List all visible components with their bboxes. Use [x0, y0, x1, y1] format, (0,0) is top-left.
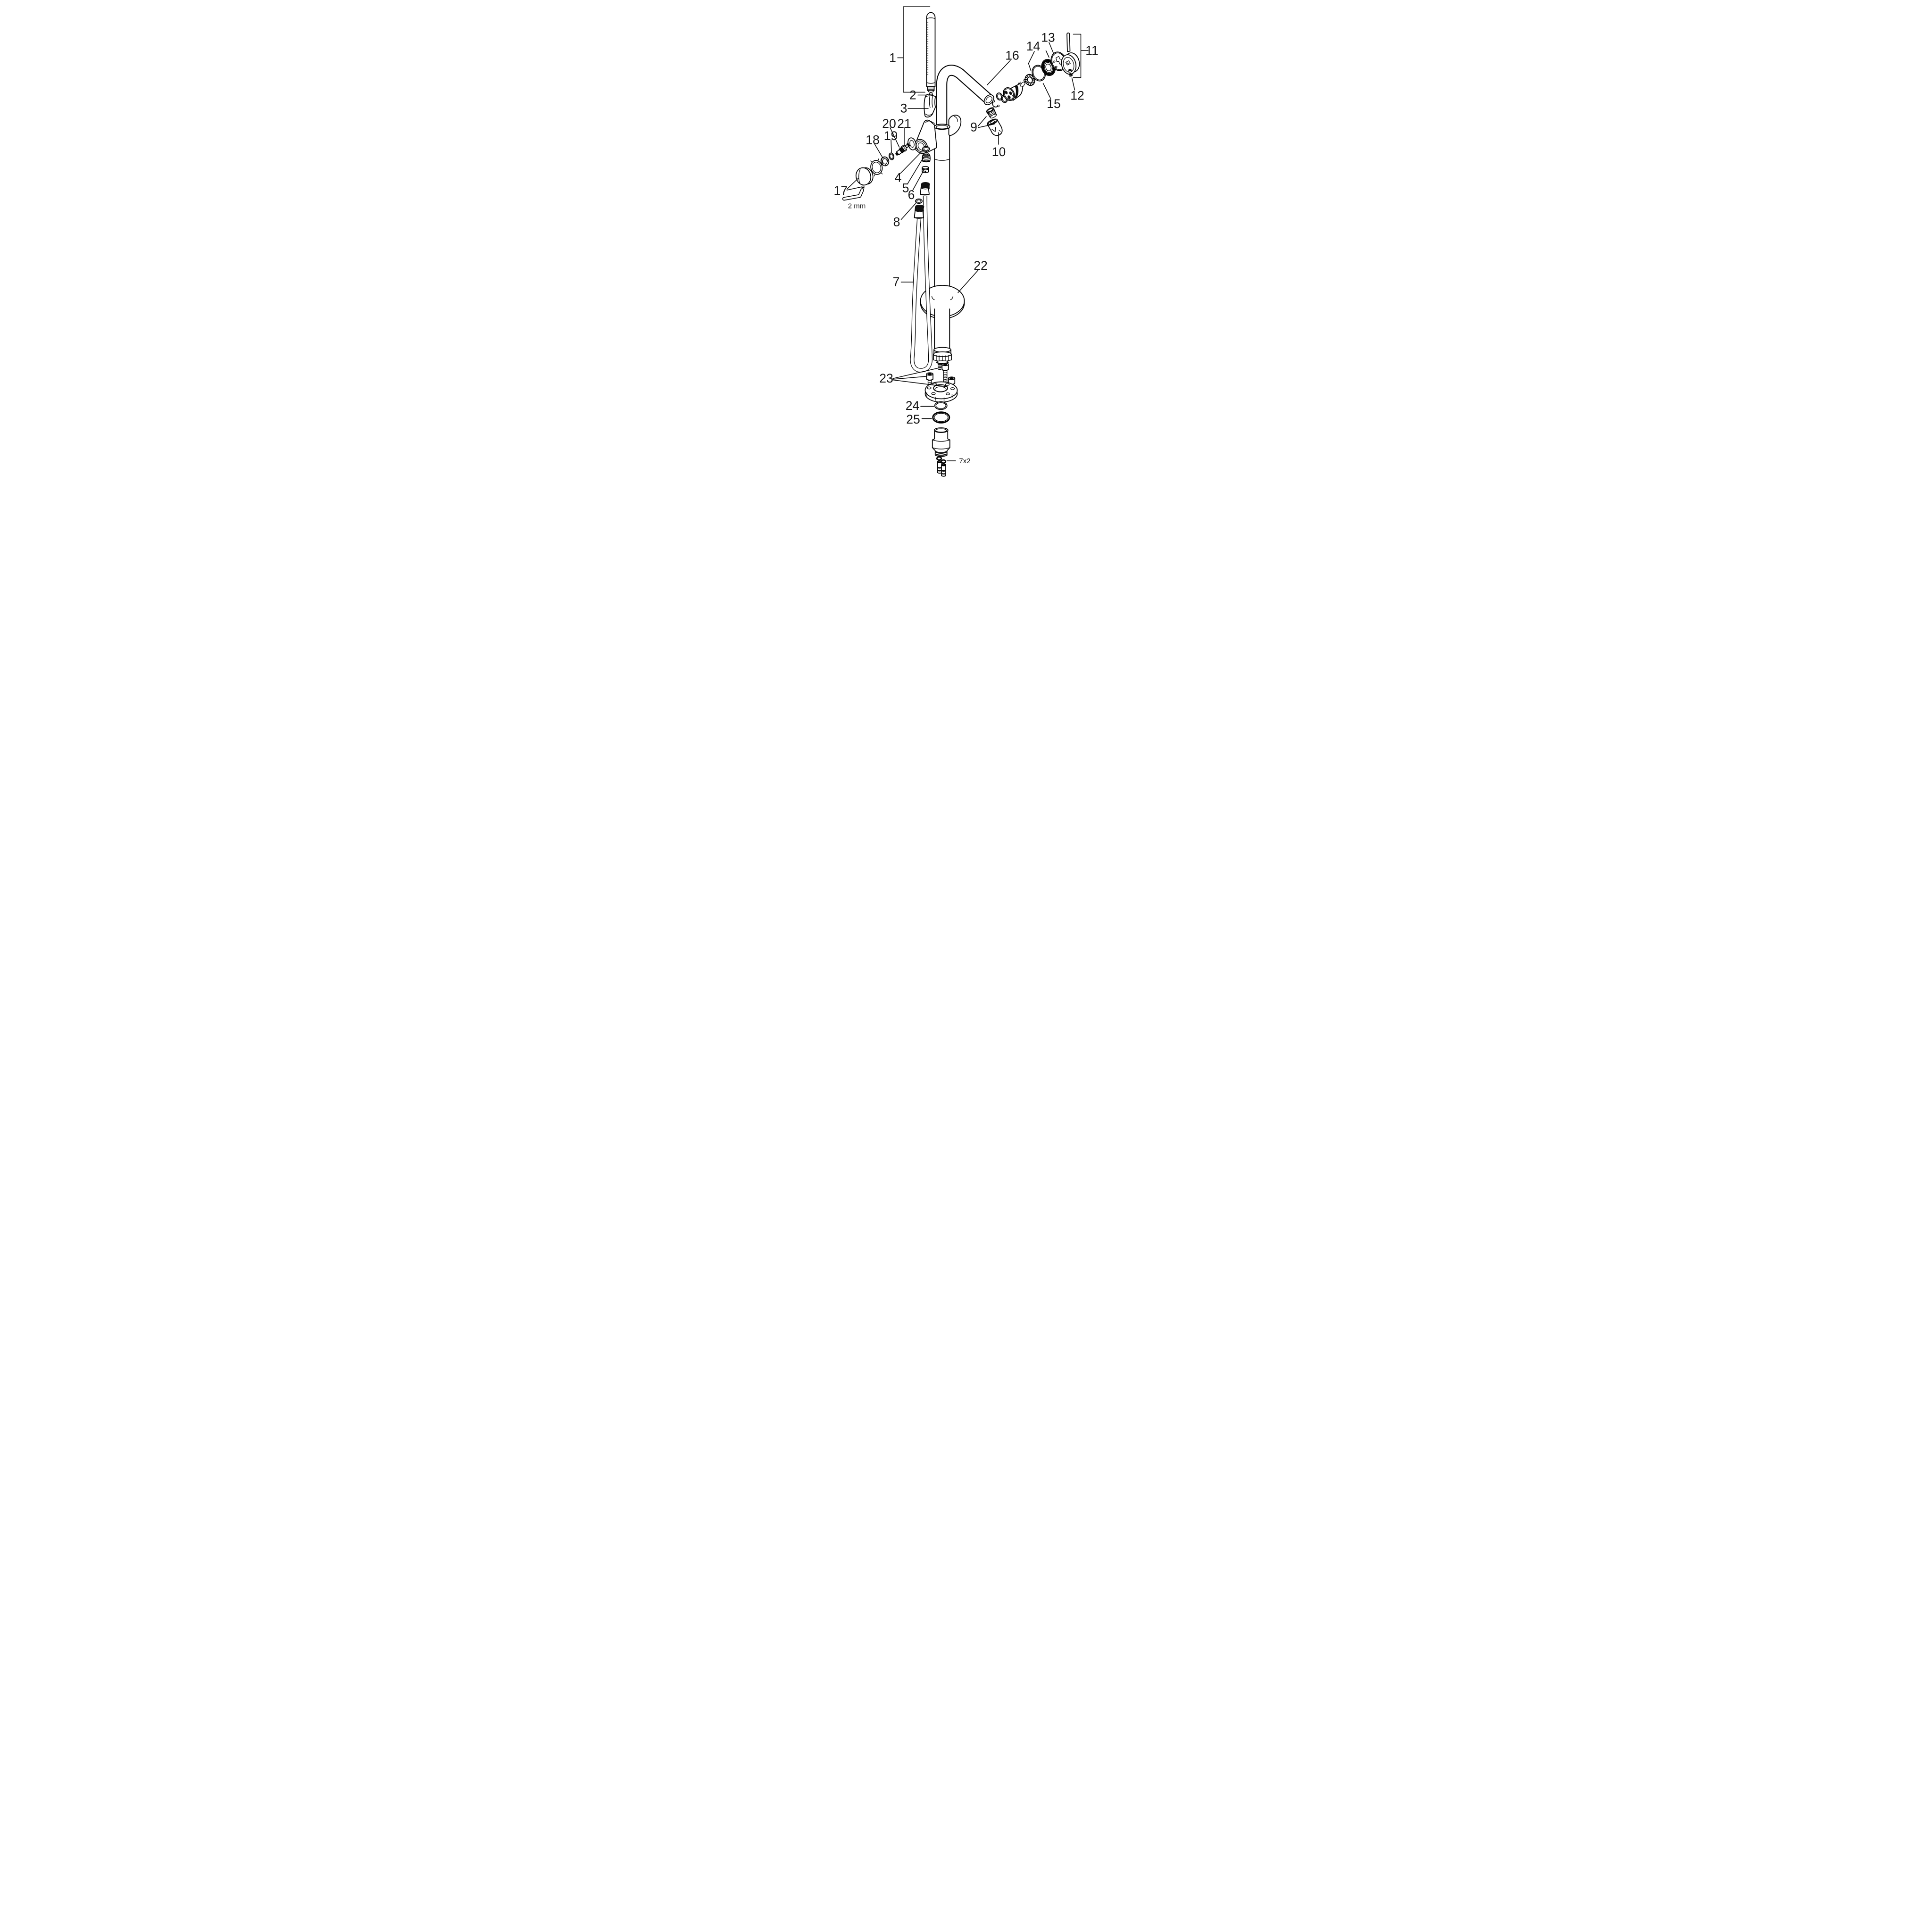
hex-key-size-label: 2 mm — [848, 202, 866, 210]
part-o-ring-8 — [915, 198, 923, 204]
page: 1 2 3 4 5 6 7 8 9 10 11 12 13 14 15 16 1… — [724, 0, 1208, 483]
part-o-ring-24 — [934, 401, 948, 410]
exploded-diagram: 1 2 3 4 5 6 7 8 9 10 11 12 13 14 15 16 1… — [724, 0, 1208, 483]
part-body-collar — [933, 124, 950, 130]
part-hose-nipple-6 — [922, 166, 929, 174]
part-seal-14 — [1041, 58, 1056, 76]
callout-5: 5 — [902, 181, 909, 195]
callout-8: 8 — [893, 215, 900, 229]
callout-2: 2 — [909, 88, 916, 102]
callout-20: 20 — [882, 117, 896, 131]
callout-1: 1 — [889, 51, 896, 65]
callout-23: 23 — [879, 371, 893, 385]
part-diverter-stem-20 — [895, 142, 910, 156]
callout-12: 12 — [1070, 89, 1084, 103]
part-cartridge-16 — [1003, 78, 1028, 101]
callout-leaders — [846, 6, 1089, 461]
part-o-ring-4 — [922, 146, 930, 152]
callout-18: 18 — [866, 133, 879, 147]
part-lock-ring-18 — [870, 158, 883, 176]
callout-24: 24 — [906, 399, 919, 413]
hex-key-icon — [842, 188, 864, 201]
callout-7: 7 — [893, 275, 900, 289]
callout-21: 21 — [897, 117, 911, 131]
part-shower-holder-3 — [924, 94, 936, 118]
callout-11: 11 — [1085, 43, 1099, 58]
part-washer-21 — [908, 137, 916, 150]
callout-3: 3 — [900, 101, 908, 116]
callout-25: 25 — [906, 412, 920, 426]
gasket-qty-label: 7x2 — [959, 457, 970, 465]
callout-19: 19 — [884, 129, 898, 143]
part-nut-18 — [880, 156, 890, 167]
part-cartridge-boss — [948, 115, 962, 136]
callout-4: 4 — [895, 171, 902, 185]
part-spout — [936, 65, 994, 125]
part-aerator-insert-9 — [986, 107, 997, 119]
part-pillar-base — [933, 347, 952, 364]
callout-17: 17 — [834, 183, 848, 198]
part-hose-connector-5 — [922, 152, 931, 163]
part-o-ring-19 — [888, 152, 895, 160]
callout-15: 15 — [1047, 97, 1060, 111]
part-tailpiece — [932, 427, 950, 457]
part-hose-clip-16 — [992, 100, 1000, 108]
callout-22: 22 — [974, 258, 987, 273]
callout-labels: 1 2 3 4 5 6 7 8 9 10 11 12 13 14 15 16 1… — [834, 31, 1099, 466]
part-hand-shower — [926, 12, 936, 93]
callout-16: 16 — [1005, 49, 1019, 63]
callout-6: 6 — [908, 188, 915, 202]
callout-13: 13 — [1041, 31, 1055, 45]
part-screw-23-top — [941, 362, 949, 383]
part-aerator-housing-10 — [987, 118, 1003, 136]
part-o-ring-25 — [932, 411, 950, 424]
part-pillar-lower — [934, 308, 950, 350]
callout-14: 14 — [1026, 39, 1040, 53]
part-gasket-set-7x2 — [936, 456, 947, 477]
part-hose-end-lower — [914, 205, 924, 219]
part-hose-end-upper — [920, 182, 930, 196]
callout-9: 9 — [970, 120, 977, 134]
callout-10: 10 — [992, 145, 1006, 159]
part-shower-hose — [910, 196, 933, 373]
part-handle-11 — [1061, 33, 1080, 76]
part-handle-cap-17 — [855, 167, 874, 186]
part-grub-screws-12 — [1068, 69, 1072, 77]
part-escutcheon-plate — [920, 285, 965, 319]
